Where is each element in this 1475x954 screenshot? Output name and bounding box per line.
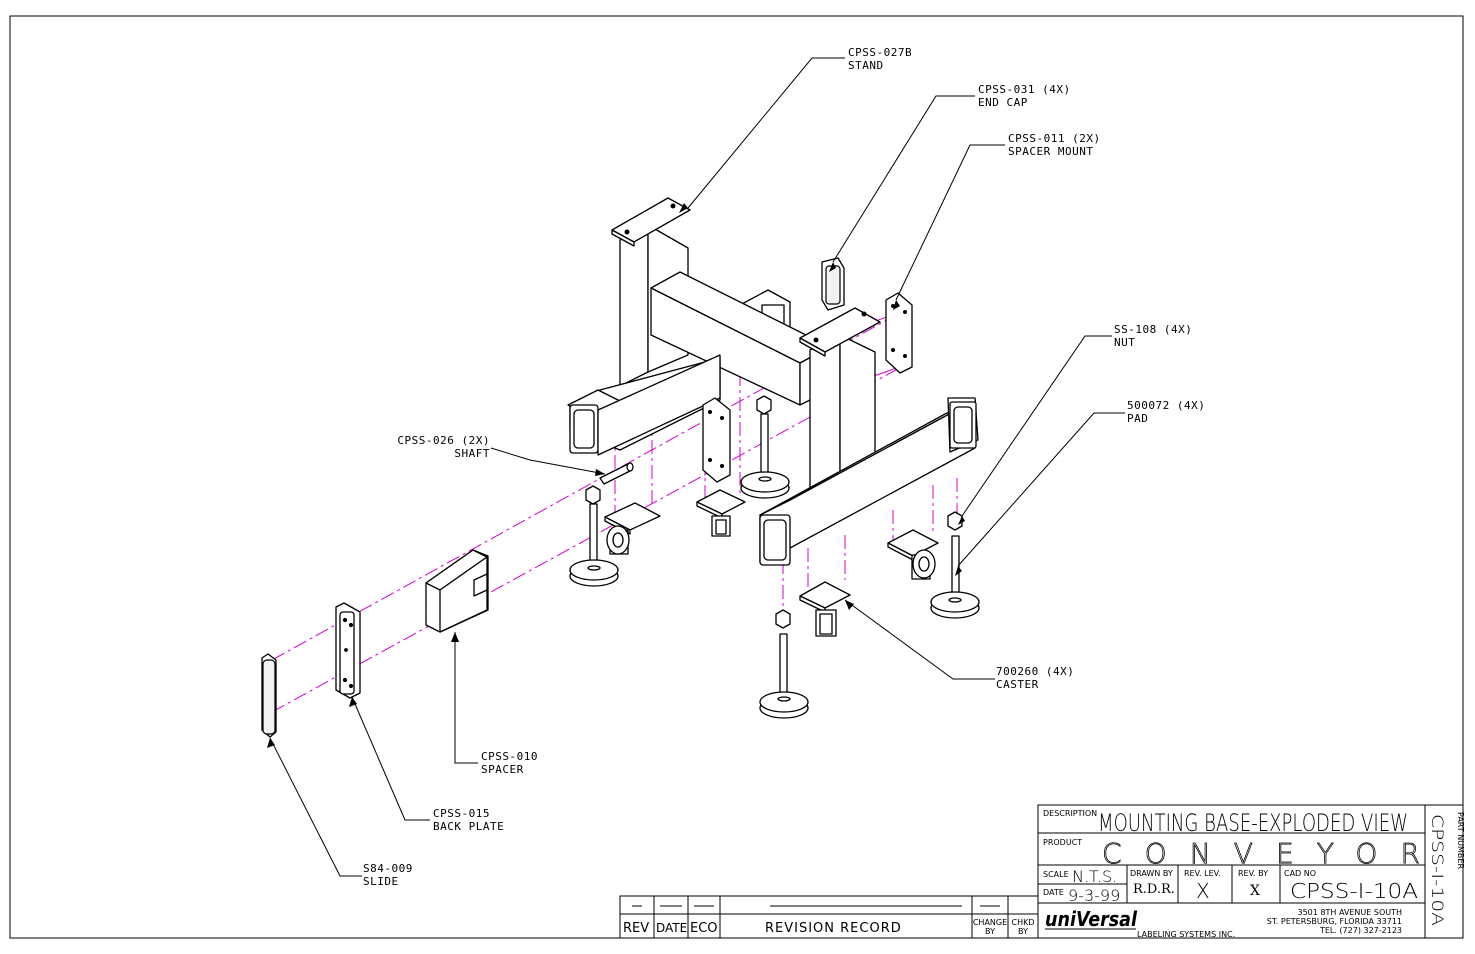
change-by-label: BY (985, 927, 995, 936)
pad-part-front (759, 609, 809, 719)
chkd-label: CHKD (1011, 918, 1034, 927)
company-address-1: 3501 8TH AVENUE SOUTH (1298, 908, 1403, 917)
cad-no-value: CPSS-I-10A (1290, 879, 1418, 903)
callout-shaft-part: CPSS-026 (2X) (397, 434, 490, 447)
rev-by-label: REV. BY (1238, 869, 1268, 878)
back-plate-part (335, 602, 361, 699)
callout-slide-desc: SLIDE (363, 875, 399, 888)
company-phone: TEL. (727) 327-2123 (1319, 926, 1402, 935)
stand-assembly (567, 197, 979, 566)
revision-block (619, 895, 1039, 939)
shaft-part (599, 462, 634, 485)
caster-part-front (799, 581, 851, 637)
drawn-by-value: R.D.R. (1133, 882, 1175, 897)
spacer-mount-part (885, 292, 913, 374)
drawing-description: MOUNTING BASE-EXPLODED VIEW (1098, 809, 1408, 837)
chkd-by-label: BY (1018, 927, 1028, 936)
title-block (1037, 804, 1464, 939)
part-number-label: PART NUMBER (1456, 812, 1465, 869)
callout-back-plate-desc: BACK PLATE (433, 820, 504, 833)
drawn-by-label: DRAWN BY (1130, 869, 1173, 878)
date-label: DATE (1043, 888, 1064, 897)
product-label: PRODUCT (1043, 838, 1082, 847)
callout-slide-part: S84-009 (363, 862, 413, 875)
caster-part-right (887, 529, 939, 580)
callout-caster-desc: CASTER (996, 678, 1039, 691)
callout-spacer-mount-part: CPSS-011 (2X) (1008, 132, 1101, 145)
part-number-value: CPSS-I-10A (1428, 814, 1447, 926)
callout-end-cap-desc: END CAP (978, 96, 1028, 109)
callout-back-plate-part: CPSS-015 (433, 807, 490, 820)
callout-end-cap-part: CPSS-031 (4X) (978, 83, 1071, 96)
company-address-2: ST. PETERSBURG, FLORIDA 33711 (1267, 917, 1402, 926)
callout-shaft-desc: SHAFT (454, 447, 490, 460)
spacer-mount-part-2 (702, 397, 731, 483)
rev-by-value: X (1250, 883, 1260, 899)
caster-part-middle (696, 489, 746, 537)
scale-value: N.T.S. (1072, 867, 1117, 886)
rev-date-label: DATE (656, 921, 687, 935)
callout-nut-desc: NUT (1114, 336, 1135, 349)
sheet-border (9, 15, 1464, 939)
callout-spacer-part: CPSS-010 (481, 750, 538, 763)
caster-part-left (604, 502, 661, 555)
callout-pad-desc: PAD (1127, 412, 1148, 425)
end-cap-part (821, 257, 845, 311)
pad-part-left (569, 485, 619, 587)
rev-label: REV (623, 921, 649, 936)
description-label: DESCRIPTION (1043, 809, 1097, 818)
rev-eco-label: ECO (690, 921, 718, 936)
leader-arrows (267, 203, 965, 748)
scale-label: SCALE (1043, 870, 1069, 879)
cad-no-label: CAD NO (1284, 869, 1316, 878)
spacer-part (425, 549, 489, 633)
revision-record-label: REVISION RECORD (765, 921, 902, 936)
callout-caster-part: 700260 (4X) (996, 665, 1074, 678)
date-value: 9-3-99 (1068, 886, 1120, 905)
leader-lines (269, 57, 1125, 877)
slide-part (261, 653, 277, 738)
company-logo: uniVersal (1045, 907, 1138, 931)
callout-spacer-mount-desc: SPACER MOUNT (1008, 145, 1093, 158)
callout-stand-part: CPSS-027B (848, 46, 912, 59)
pad-part-right (930, 511, 980, 619)
callout-stand-desc: STAND (848, 59, 884, 72)
rev-lev-value: X (1196, 879, 1210, 903)
callout-nut-part: SS-108 (4X) (1114, 323, 1192, 336)
company-sub: LABELING SYSTEMS INC. (1137, 930, 1235, 939)
rev-lev-label: REV. LEV. (1184, 869, 1221, 878)
pad-part-middle (740, 395, 790, 499)
callout-pad-part: 500072 (4X) (1127, 399, 1205, 412)
change-label: CHANGE (973, 918, 1007, 927)
callout-spacer-desc: SPACER (481, 763, 524, 776)
